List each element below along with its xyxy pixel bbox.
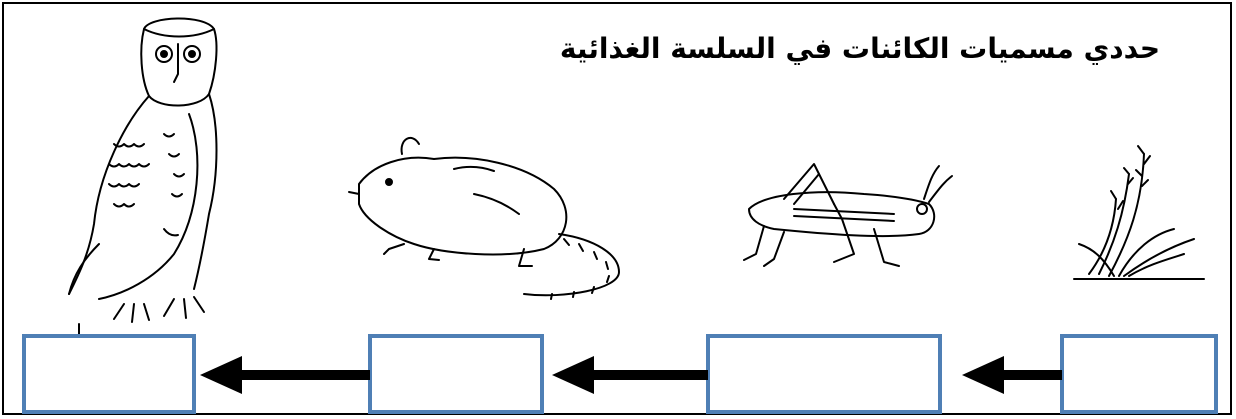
arrow-left-icon <box>200 356 370 394</box>
illustrations <box>68 17 1205 334</box>
arrow-left-icon <box>962 356 1062 394</box>
grass-icon <box>1073 145 1205 280</box>
answer-box-grass[interactable] <box>1060 334 1218 414</box>
mouse-icon <box>348 136 620 300</box>
owl-icon <box>68 17 218 334</box>
answer-box-grasshopper[interactable] <box>706 334 942 414</box>
answer-box-owl[interactable] <box>22 334 196 414</box>
worksheet-title: حددي مسميات الكائنات في السلسة الغذائية <box>559 32 1160 65</box>
arrow-left-icon <box>552 356 708 394</box>
answer-box-mouse[interactable] <box>368 334 544 414</box>
grasshopper-icon <box>743 163 953 267</box>
